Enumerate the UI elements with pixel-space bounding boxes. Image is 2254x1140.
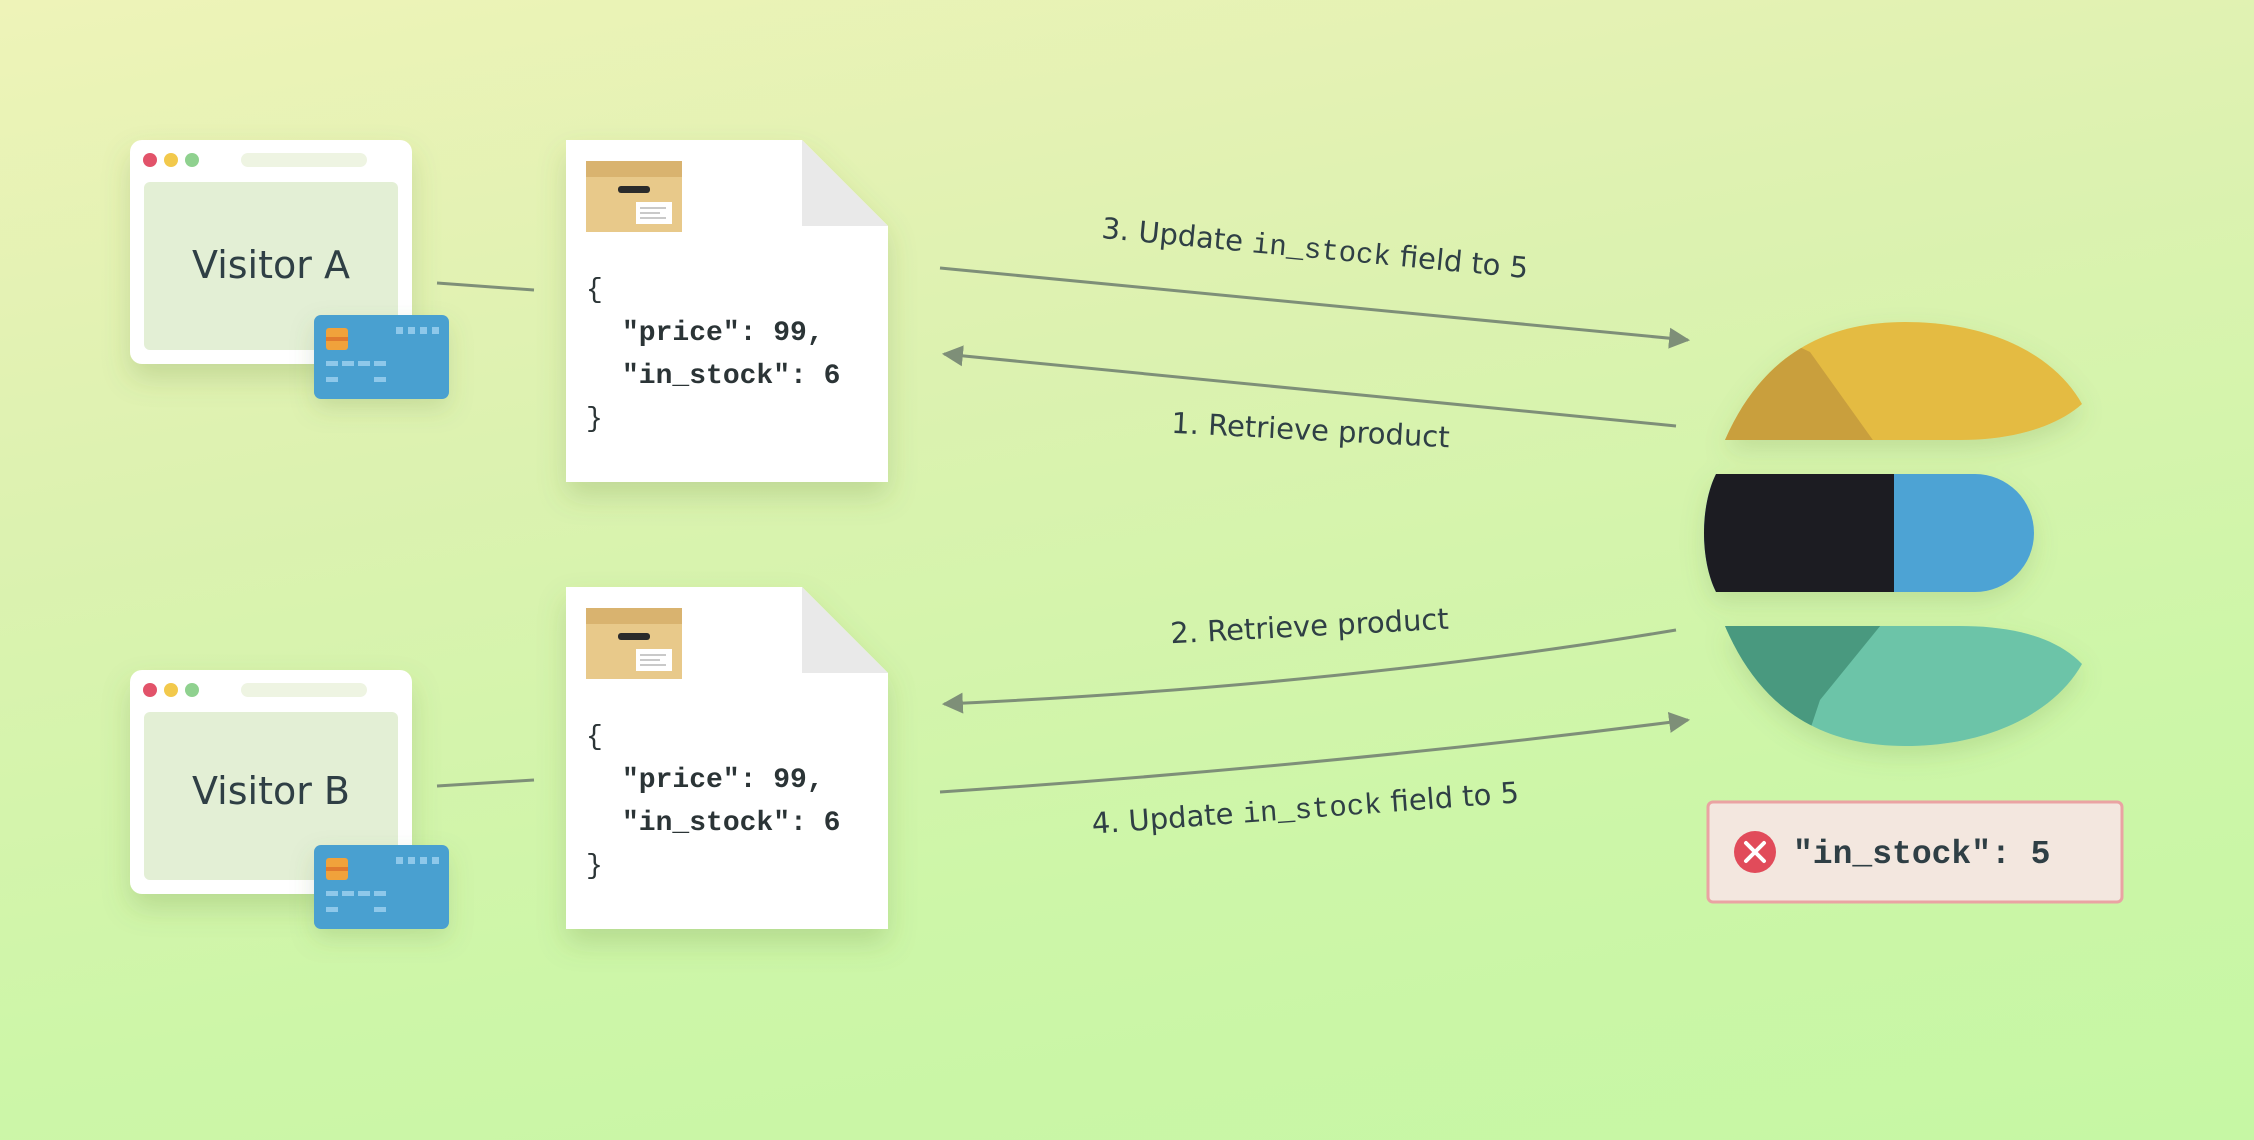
step-2-label: 2. Retrieve product <box>1170 602 1450 651</box>
step-4-suffix: field to 5 <box>1380 775 1520 819</box>
archive-box-icon <box>586 161 682 232</box>
visitor-a-credit-card-icon <box>314 315 449 399</box>
doc-2-stock-line: "in_stock": 6 <box>622 808 840 839</box>
doc-2-close-brace: } <box>586 851 603 882</box>
step-1-label: 1. Retrieve product <box>1171 406 1451 455</box>
address-bar <box>241 153 367 167</box>
visitor-a-label: Visitor A <box>192 243 350 287</box>
minimize-dot-icon <box>164 153 178 167</box>
visitor-a-viewport <box>144 182 398 350</box>
visitor-b-viewport <box>144 712 398 880</box>
close-dot-icon <box>143 153 157 167</box>
visitor-b-connector <box>436 778 535 788</box>
step-3-label: 3. Update in_stock field to 5 <box>1100 211 1530 287</box>
visitor-b-label: Visitor B <box>192 769 350 813</box>
arrow-step-3-update <box>939 266 1691 349</box>
doc-1-close-brace: } <box>586 404 603 435</box>
close-dot-icon <box>143 683 157 697</box>
visitor-a-connector <box>436 281 535 292</box>
doc-1-open-brace: { <box>586 275 603 306</box>
minimize-dot-icon <box>164 683 178 697</box>
document-1-folded-corner <box>802 140 888 226</box>
step-4-label: 4. Update in_stock field to 5 <box>1091 775 1521 842</box>
document-2-folded-corner <box>802 587 888 673</box>
visitor-b-window-controls <box>143 683 367 697</box>
archive-box-icon <box>586 608 682 679</box>
result-text: "in_stock": 5 <box>1793 836 2050 873</box>
arrow-step-1-retrieve <box>941 345 1677 428</box>
step-3-prefix: 3. Update <box>1100 211 1254 259</box>
doc-1-stock-line: "in_stock": 6 <box>622 361 840 392</box>
arrow-step-2-retrieve <box>941 628 1677 714</box>
maximize-dot-icon <box>185 683 199 697</box>
visitor-b-credit-card-icon <box>314 845 449 929</box>
elasticsearch-logo-icon <box>1704 322 2082 746</box>
step-4-code: in_stock <box>1241 788 1382 831</box>
address-bar <box>241 683 367 697</box>
result-box: "in_stock": 5 <box>1706 800 2124 904</box>
arrow-step-4-update <box>939 711 1691 794</box>
x-icon <box>1734 831 1776 873</box>
doc-2-open-brace: { <box>586 722 603 753</box>
step-4-prefix: 4. Update <box>1091 796 1244 841</box>
maximize-dot-icon <box>185 153 199 167</box>
step-3-suffix: field to 5 <box>1389 238 1529 285</box>
doc-1-price-line: "price": 99, <box>622 318 824 349</box>
step-3-code: in_stock <box>1250 228 1392 274</box>
visitor-a-window-controls <box>143 153 367 167</box>
doc-2-price-line: "price": 99, <box>622 765 824 796</box>
